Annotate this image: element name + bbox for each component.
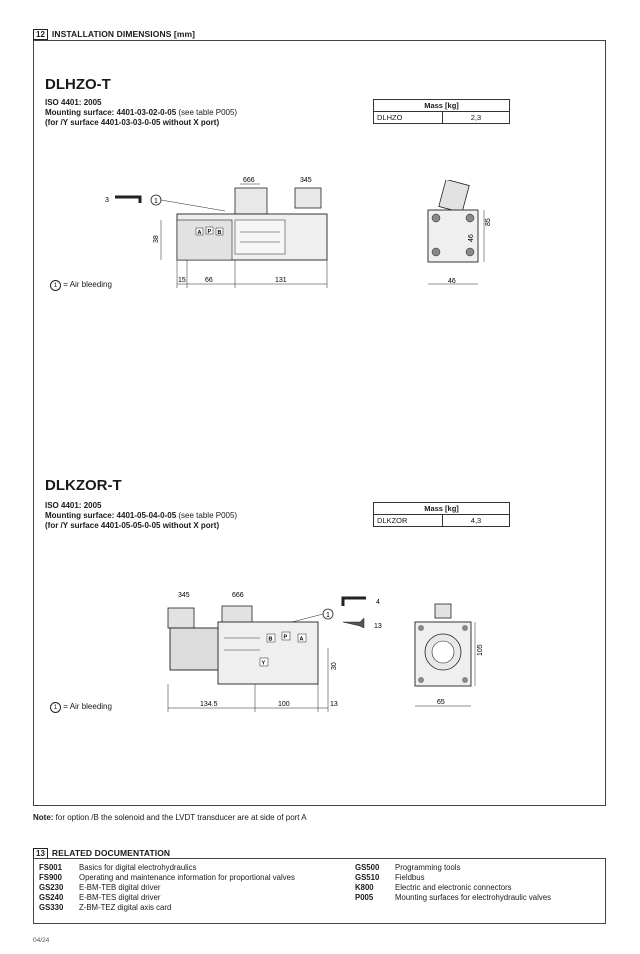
- port-p: P: [284, 635, 288, 641]
- section-title: INSTALLATION DIMENSIONS [mm]: [51, 29, 196, 39]
- dlkzor-standards: ISO 4401: 2005 Mounting surface: 4401-05…: [45, 501, 237, 531]
- side-dim-46h: 46: [468, 234, 475, 242]
- side-dim-65: 65: [437, 699, 445, 706]
- note-text: for option /B the solenoid and the LVDT …: [53, 813, 307, 822]
- dlhzo-mounting-ref: (see table P005): [178, 108, 238, 117]
- connector-345: [294, 187, 322, 209]
- valve-body: [217, 621, 319, 685]
- section-number: 12: [33, 29, 48, 40]
- wrench-icon: [342, 617, 365, 629]
- connector-666: [234, 187, 268, 215]
- mass-header: Mass [kg]: [373, 99, 510, 112]
- hex-key-icon: [341, 596, 366, 606]
- legend-text: = Air bleeding: [63, 280, 112, 289]
- port-b: B: [269, 637, 273, 643]
- dlkzor-front-view-drawing: 345 666 B P A Y 1 134.5 100 13 30: [167, 592, 338, 712]
- dim-134-5: 134.5: [200, 701, 218, 708]
- mass-value: 2,3: [442, 111, 510, 124]
- connector-345-label: 345: [300, 177, 312, 184]
- dlkzor-tools: 4 13: [341, 596, 382, 630]
- mass-model: DLKZOR: [373, 514, 443, 527]
- dim-131: 131: [275, 277, 287, 284]
- side-dim-85: 85: [485, 218, 492, 226]
- mass-model: DLHZO: [373, 111, 443, 124]
- dlhzo-front-view-drawing: 3 1 666 345 A P B 15 66 131 38: [105, 177, 328, 288]
- svg-text:1: 1: [154, 198, 158, 205]
- dlhzo-standards: ISO 4401: 2005 Mounting surface: 4401-03…: [45, 98, 237, 128]
- dlkzor-legend: 1 = Air bleeding: [50, 702, 112, 713]
- dlkzor-iso: ISO 4401: 2005: [45, 501, 102, 510]
- key-4-label: 4: [376, 599, 380, 606]
- dim-100: 100: [278, 701, 290, 708]
- dlhzo-legend: 1 = Air bleeding: [50, 280, 112, 291]
- section-title: RELATED DOCUMENTATION: [51, 848, 171, 858]
- dlhzo-model-title: DLHZO-T: [45, 76, 111, 93]
- port-p: P: [208, 229, 212, 235]
- installation-dimensions-frame: [33, 40, 606, 806]
- side-dim-105: 105: [477, 644, 484, 656]
- dim-15: 15: [178, 277, 186, 284]
- legend-callout-icon: 1: [50, 702, 61, 713]
- dim-66: 66: [205, 277, 213, 284]
- svg-text:1: 1: [326, 612, 330, 619]
- mass-header: Mass [kg]: [373, 502, 510, 515]
- connector-666-label: 666: [232, 592, 244, 599]
- dlkzor-side-view-drawing: 65 105: [414, 603, 484, 707]
- connector-666-label: 666: [243, 177, 255, 184]
- dim-13: 13: [330, 701, 338, 708]
- note-label: Note:: [33, 813, 54, 822]
- dim-30: 30: [331, 662, 338, 670]
- key-13-label: 13: [374, 623, 382, 630]
- dlkzor-y-surface: (for /Y surface 4401-05-05-0-05 without …: [45, 521, 220, 530]
- side-dim-46w: 46: [448, 278, 456, 285]
- dlkzor-model-title: DLKZOR-T: [45, 477, 122, 494]
- dlhzo-side-view-drawing: 46 85 46: [427, 180, 492, 285]
- port-b: B: [218, 230, 222, 236]
- dlhzo-mounting: Mounting surface: 4401-03-02-0-05: [45, 108, 177, 117]
- legend-callout-icon: 1: [50, 280, 61, 291]
- port-a: A: [300, 637, 304, 643]
- dlhzo-iso: ISO 4401: 2005: [45, 98, 102, 107]
- hex-key-icon: [115, 195, 142, 203]
- dlkzor-mounting: Mounting surface: 4401-05-04-0-05: [45, 511, 177, 520]
- legend-text: = Air bleeding: [63, 702, 112, 711]
- connector-345: [167, 607, 195, 629]
- port-a: A: [198, 230, 202, 236]
- mass-value: 4,3: [442, 514, 510, 527]
- dlkzor-mounting-ref: (see table P005): [178, 511, 238, 520]
- dim-38: 38: [153, 235, 160, 243]
- connector-345-label: 345: [178, 592, 190, 599]
- dlhzo-y-surface: (for /Y surface 4401-03-03-0-05 without …: [45, 118, 220, 127]
- note: Note: for option /B the solenoid and the…: [33, 813, 307, 822]
- key-size-label: 3: [105, 197, 109, 204]
- page-footer-date: 04/24: [33, 937, 50, 944]
- port-y: Y: [262, 661, 266, 667]
